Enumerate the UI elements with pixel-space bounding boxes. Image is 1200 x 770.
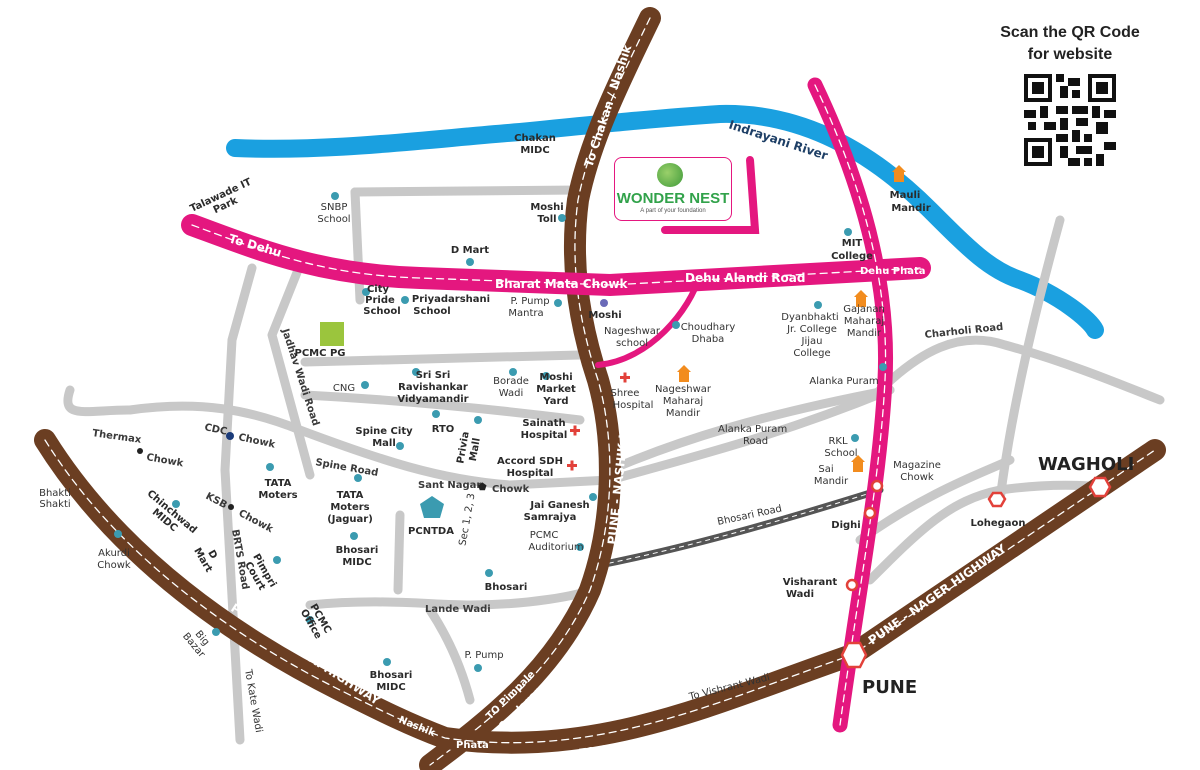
junction-icon (863, 506, 877, 520)
place-icons (114, 165, 906, 672)
place-pcmc-pg: PCMC PG (295, 348, 346, 359)
hw-label-nashik-phata-2: Phata (456, 740, 489, 751)
junction-icon (1088, 476, 1112, 498)
place-moshi: Moshi (588, 310, 621, 321)
qr-title-line2: for website (1027, 46, 1113, 63)
place-pcntda: PCNTDA (408, 526, 454, 537)
road-sant-nagar-chowk: Chowk (492, 484, 530, 495)
road-alanka-2: Road (743, 436, 768, 447)
place-dmart: D Mart (451, 245, 489, 256)
place-pimpri: PimpriCourt (241, 552, 278, 595)
place-chinchwad: ChinchwadMIDC (138, 488, 199, 544)
road-thermax: Thermax (92, 428, 143, 446)
marker-icons (114, 192, 887, 672)
temple-icons (677, 165, 906, 472)
place-sec: Sec 1, 2, 3 (458, 493, 478, 547)
pink-label-bharat-mata: Bharat Mata Chowk (495, 277, 628, 291)
road-cdc-chowk: Chowk (237, 432, 276, 451)
logo-tagline: A part of your foundation (640, 208, 706, 214)
road-cdc: CDC (203, 422, 228, 438)
qr-code-icon[interactable] (1024, 74, 1116, 166)
qr-title-line1: Scan the QR Code (1000, 24, 1140, 41)
junction-icon (845, 578, 859, 592)
local-roads (63, 185, 1165, 745)
highways (34, 7, 1166, 770)
hospital-cross-icons (567, 372, 630, 471)
place-dighi: Dighi (831, 520, 860, 531)
place-privia: PriviaMall (455, 431, 483, 467)
logo-name: WONDER NEST (616, 190, 730, 207)
road-spine: Spine Road (314, 457, 379, 479)
junction-icon (870, 479, 884, 493)
place-bhosari: Bhosari (485, 582, 528, 593)
junction-markers (840, 476, 1112, 669)
place-lohegaon: Lohegaon (970, 518, 1025, 529)
road-alanka-1: Alanka Puram (718, 424, 787, 435)
wonder-nest-logo: WONDER NEST A part of your foundation (614, 157, 732, 221)
junction-icon (987, 491, 1007, 508)
road-thermax-chowk: Chowk (145, 452, 184, 469)
road-sant-nagar: Sant Nagar (418, 480, 481, 491)
pentagon-icon: ⬟ (478, 482, 487, 493)
pink-roads (181, 77, 931, 733)
place-dmart2: DMart (191, 541, 223, 575)
road-to-kate-wadi: To Kate Wadi (242, 668, 264, 734)
pink-label-dehu-phata: Dehu Phata (860, 266, 926, 277)
globe-icon (657, 163, 683, 187)
label-pune: PUNE (862, 677, 917, 698)
place-cng: CNG (333, 383, 355, 394)
pink-label-dehu-alandi: Dehu Alandi Road (685, 271, 805, 285)
road-ksb-chowk: Chowk (237, 508, 275, 535)
moshi-dot-icon (600, 299, 608, 307)
junction-icon (840, 641, 868, 669)
pcmc-pg-park (320, 322, 344, 346)
qr-section: Scan the QR Code for website (985, 22, 1155, 171)
label-wagholi: WAGHOLI (1038, 454, 1134, 475)
qr-title: Scan the QR Code for website (985, 22, 1155, 66)
place-rto: RTO (432, 424, 455, 435)
place-alanka-puram: Alanka Puram (809, 376, 878, 387)
place-big-bazar: BigBazar (180, 624, 216, 661)
road-lande-wadi: Lande Wadi (425, 604, 491, 615)
place-ppump2: P. Pump (464, 650, 503, 661)
hw-label-nashik-top: To Chakan / Nashik (582, 42, 635, 169)
pcntda-pentagon-icon (420, 496, 444, 518)
